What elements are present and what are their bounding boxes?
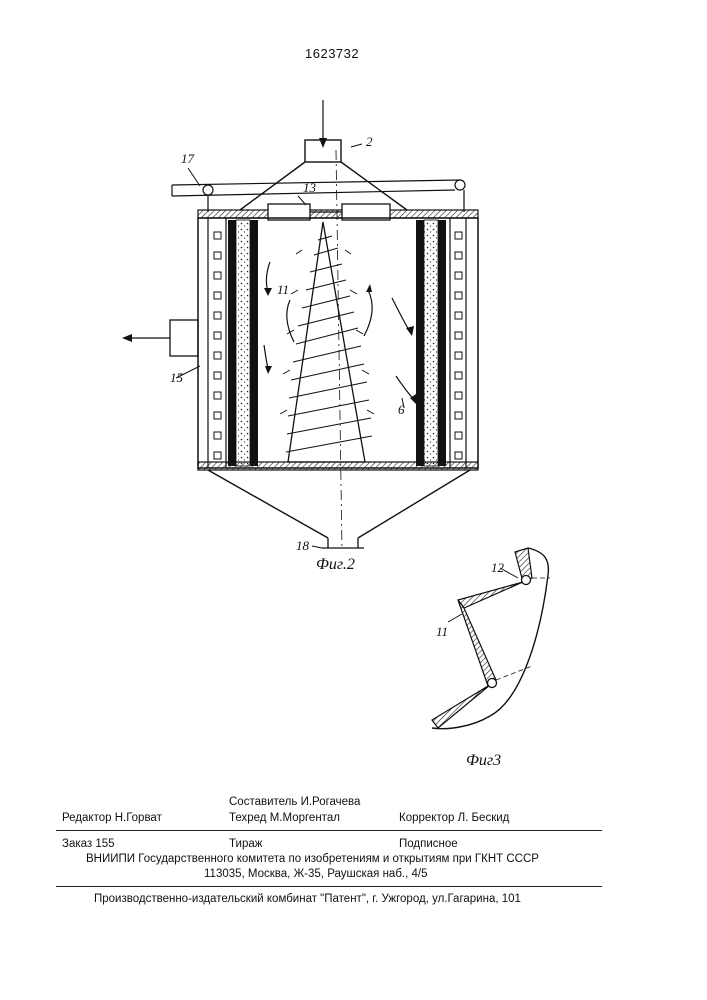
label-18: 18 [296, 538, 309, 554]
tech-editor: Техред М.Моргентал [229, 812, 340, 824]
figure-2-caption: Фиг.2 [316, 556, 355, 574]
label-15: 15 [170, 370, 183, 386]
address: 113035, Москва, Ж-35, Раушская наб., 4/5 [204, 868, 427, 880]
order-number: Заказ 155 [62, 838, 115, 850]
label-13: 13 [303, 180, 316, 196]
label-2: 2 [366, 134, 373, 150]
editor: Редактор Н.Горват [62, 812, 162, 824]
organization: ВНИИПИ Государственного комитета по изоб… [86, 853, 539, 865]
figure-3-drawing [0, 0, 707, 780]
subscription: Подписное [399, 838, 458, 850]
label-6: 6 [398, 402, 405, 418]
label-17: 17 [181, 151, 194, 167]
divider [56, 886, 602, 887]
divider [56, 830, 602, 831]
label-11: 11 [277, 282, 289, 298]
label-12: 12 [491, 560, 504, 576]
publisher: Производственно-издательский комбинат "П… [94, 893, 521, 905]
corrector: Корректор Л. Бескид [399, 812, 509, 824]
compiler: Составитель И.Рогачева [229, 796, 360, 808]
label-11-fig3: 11 [436, 624, 448, 640]
circulation: Тираж [229, 838, 262, 850]
figure-3-caption: Фиг3 [466, 752, 501, 770]
